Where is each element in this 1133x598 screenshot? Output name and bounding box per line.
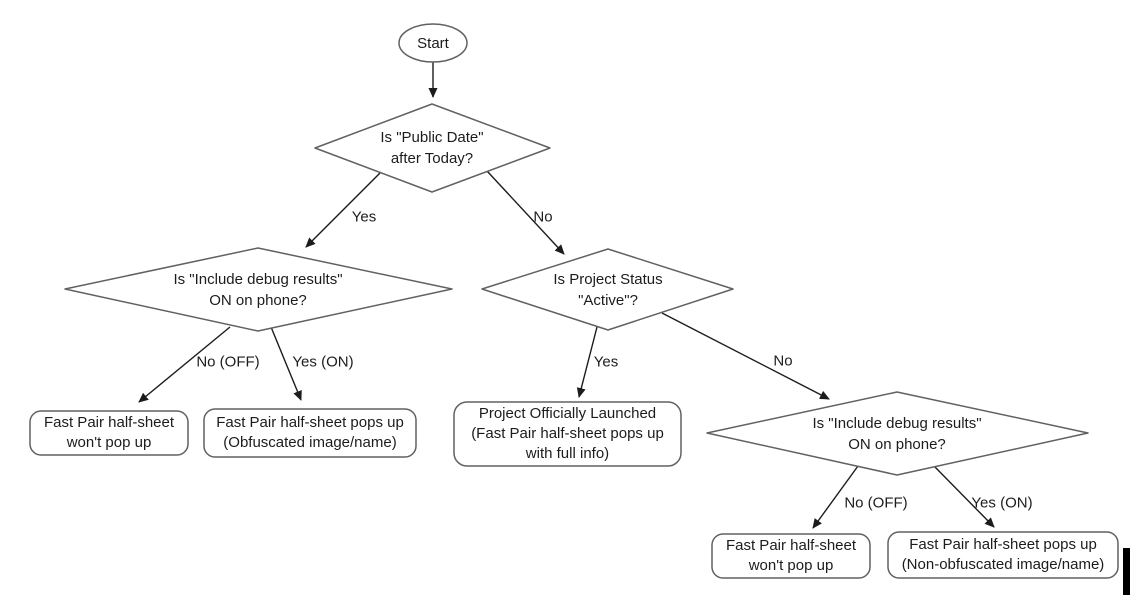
edge-label-status-no: No	[773, 352, 793, 370]
result-no-popup-right-label: Fast Pair half-sheet won't pop up	[725, 537, 857, 574]
result-no-popup-left-label: Fast Pair half-sheet won't pop up	[43, 414, 175, 451]
edge-label-debug-left-no: No (OFF)	[196, 353, 260, 371]
edge-label-debug-right-no: No (OFF)	[844, 494, 908, 512]
result-non-obfuscated-shape	[887, 531, 1119, 579]
edge-status-yes	[576, 326, 598, 398]
result-no-popup-left-shape	[29, 410, 189, 456]
edge-status-no	[661, 312, 830, 400]
edge-debug-right-no	[812, 465, 859, 529]
start-node-label: Start	[417, 34, 449, 52]
decision-debug-left-shape	[64, 247, 453, 332]
edge-label-debug-left-yes: Yes (ON)	[292, 353, 354, 371]
result-launched-shape	[453, 401, 682, 467]
decision-project-status-label: Is Project Status "Active"?	[553, 271, 663, 309]
text-cursor-artifact	[1123, 548, 1130, 595]
edge-label-public-date-yes: Yes	[351, 208, 377, 226]
edge-public-date-no	[486, 170, 565, 255]
edge-public-date-yes	[305, 172, 381, 248]
edge-label-public-date-no: No	[533, 208, 553, 226]
decision-debug-right-shape	[706, 391, 1089, 476]
result-obfuscated-label: Fast Pair half-sheet pops up (Obfuscated…	[216, 414, 404, 451]
result-no-popup-right-shape	[711, 533, 871, 579]
decision-public-date-label: Is "Public Date" after Today?	[380, 129, 484, 167]
edge-debug-left-no	[138, 326, 231, 403]
edge-debug-left-yes	[270, 326, 302, 401]
result-obfuscated-shape	[203, 408, 417, 458]
edge-debug-right-yes	[933, 465, 995, 528]
edge-label-debug-right-yes: Yes (ON)	[971, 494, 1033, 512]
edge-label-status-yes: Yes	[593, 353, 619, 371]
result-launched-label: Project Officially Launched (Fast Pair h…	[471, 405, 664, 462]
start-node-shape	[398, 23, 468, 63]
decision-debug-right-label: Is "Include debug results" ON on phone?	[812, 415, 982, 453]
decision-debug-left-label: Is "Include debug results" ON on phone?	[173, 271, 343, 309]
decision-public-date-shape	[314, 103, 551, 193]
result-non-obfuscated-label: Fast Pair half-sheet pops up (Non-obfusc…	[901, 536, 1105, 573]
decision-project-status-shape	[481, 248, 734, 331]
